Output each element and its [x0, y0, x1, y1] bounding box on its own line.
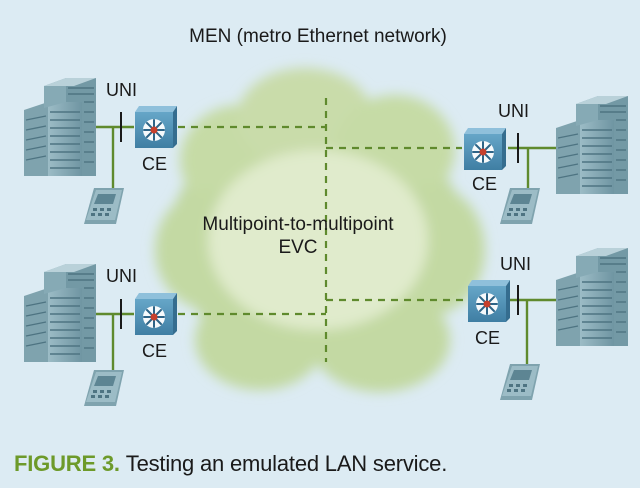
ce-switch-icon: [463, 127, 507, 171]
cloud-label-line2: EVC: [278, 237, 317, 258]
evc-dashed-links: [178, 98, 466, 362]
uni-label-bottom-right: UNI: [500, 254, 531, 274]
uni-label-bottom-left: UNI: [106, 266, 137, 286]
uni-label-top-right: UNI: [498, 101, 529, 121]
network-title: MEN (metro Ethernet network): [189, 26, 447, 47]
men-cloud: [155, 68, 485, 392]
ip-phone-icon: [84, 370, 124, 406]
office-building-icon: [555, 247, 629, 347]
office-building-icon: [23, 77, 97, 177]
ce-label-bottom-right: CE: [475, 328, 500, 348]
ce-label-bottom-left: CE: [142, 341, 167, 361]
caption-text: Testing an emulated LAN service.: [125, 451, 448, 476]
ce-label-top-right: CE: [472, 174, 497, 194]
cloud-label-line1: Multipoint-to-multipoint: [202, 214, 394, 235]
ip-phone-icon: [84, 188, 124, 224]
ip-phone-icon: [500, 188, 540, 224]
uni-markers: [120, 112, 519, 329]
ip-phone-icon: [500, 364, 540, 400]
office-building-icon: [555, 95, 629, 195]
uni-label-top-left: UNI: [106, 80, 137, 100]
ce-switch-icon: [134, 292, 178, 336]
ce-label-top-left: CE: [142, 154, 167, 174]
ce-switch-icon: [467, 279, 511, 323]
office-building-icon: [23, 263, 97, 363]
ce-switch-icon: [134, 105, 178, 149]
figure-number: FIGURE 3.: [14, 451, 120, 476]
figure-caption: FIGURE 3.Testing an emulated LAN service…: [14, 446, 447, 482]
